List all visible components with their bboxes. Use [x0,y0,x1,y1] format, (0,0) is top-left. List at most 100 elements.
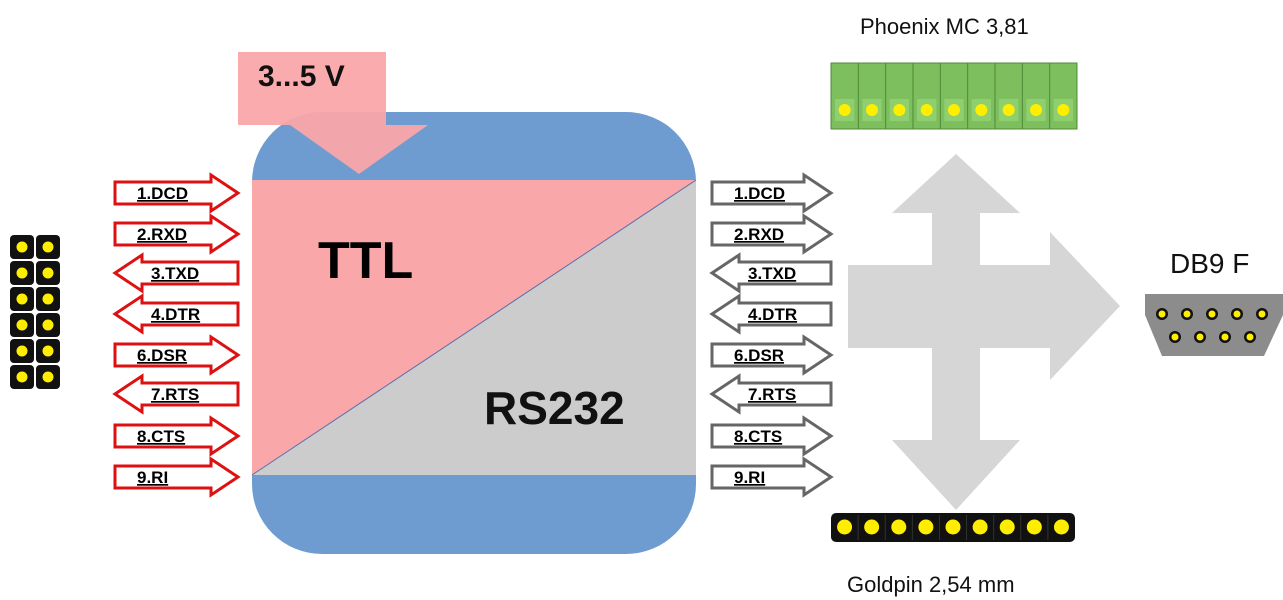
ttl-signal-dsr: 6.DSR [113,334,241,376]
rs232-signal-label-ri: 9.RI [734,468,765,487]
ttl-signal-label-txd: 3.TXD [151,264,199,283]
rs232-signal-arrow-rxd [710,213,834,255]
phoenix-pin [893,104,906,116]
db9-pin [1196,333,1204,341]
rs232-signal-arrow-txd [709,252,833,294]
ttl-signal-arrow-dcd [113,172,241,214]
db9-pin [1171,333,1179,341]
rs232-signal-arrow-cts [710,415,834,457]
rs232-signal-arrow-dtr [709,293,833,335]
ttl-signal-rxd: 2.RXD [113,213,241,255]
phoenix-pin [838,104,851,116]
ttl-signal-arrow-rts [112,373,240,415]
ttl-signal-label-dsr: 6.DSR [137,346,187,365]
goldpin-pin [972,519,988,535]
left-pin-header [10,235,60,389]
header-pin [42,267,54,279]
rs232-signal-label-dcd: 1.DCD [734,184,785,203]
header-pin [16,345,28,357]
rs232-signal-arrow-rts [709,373,833,415]
rs232-signal-rts: 7.RTS [709,373,833,415]
ttl-signal-label-dcd: 1.DCD [137,184,188,203]
phoenix-pin [1030,104,1042,116]
ttl-signal-label-rxd: 2.RXD [137,225,187,244]
rs232-signal-label-dtr: 4.DTR [748,305,797,324]
ttl-signal-txd: 3.TXD [112,252,240,294]
goldpin-pin [999,519,1015,535]
ttl-signal-rts: 7.RTS [112,373,240,415]
rs232-signal-label-rxd: 2.RXD [734,225,784,244]
header-pin [42,371,54,383]
db9-shell [1145,294,1283,356]
rs232-signal-arrow-ri [710,456,834,498]
ttl-signal-dcd: 1.DCD [113,172,241,214]
header-pin [16,241,28,253]
four-way-arrow [848,154,1120,510]
db9-pin [1208,310,1216,318]
ttl-signal-label-cts: 8.CTS [137,427,185,446]
rs232-signal-txd: 3.TXD [709,252,833,294]
phoenix-label: Phoenix MC 3,81 [860,14,1029,39]
rs232-signal-dcd: 1.DCD [710,172,834,214]
ttl-signal-label-ri: 9.RI [137,468,168,487]
phoenix-pin [948,104,960,116]
ttl-signal-label-dtr: 4.DTR [151,305,200,324]
power-arrow [238,52,428,174]
ttl-signal-dtr: 4.DTR [112,293,240,335]
phoenix-connector: Phoenix MC 3,81 [830,14,1078,130]
phoenix-pin [866,104,878,116]
rs232-signal-rxd: 2.RXD [710,213,834,255]
ttl-signal-arrow-ri [113,456,241,498]
goldpin-pin [864,519,880,535]
ttl-label: TTL [318,232,413,290]
header-pin [42,241,54,253]
ttl-signal-cts: 8.CTS [113,415,241,457]
phoenix-pin [1057,104,1070,116]
goldpin-label: Goldpin 2,54 mm [847,572,1015,597]
rs232-signal-label-rts: 7.RTS [748,385,796,404]
rs232-signal-label-dsr: 6.DSR [734,346,784,365]
goldpin-pin [891,519,907,535]
goldpin-pin [945,519,961,535]
ttl-signal-label-rts: 7.RTS [151,385,199,404]
region-divider [252,179,696,476]
db9-pin [1246,333,1254,341]
db9-connector: DB9 F [1145,248,1283,356]
ttl-signal-arrow-dtr [112,293,240,335]
rs232-label: RS232 [484,382,625,434]
rs232-signal-ri: 9.RI [710,456,834,498]
phoenix-pin [920,104,933,116]
goldpin-pin [837,519,853,535]
goldpin-connector: Goldpin 2,54 mm [831,513,1075,597]
rs232-signal-dtr: 4.DTR [709,293,833,335]
header-pin [16,371,28,383]
db9-pin [1221,333,1229,341]
ttl-signal-arrow-cts [113,415,241,457]
db9-pin [1183,310,1191,318]
db9-pin [1258,310,1266,318]
ttl-signal-arrow-txd [112,252,240,294]
header-pin [42,345,54,357]
ttl-signal-arrow-dsr [113,334,241,376]
db9-pin [1233,310,1241,318]
goldpin-pin [1053,519,1069,535]
signals-ttl-side: 1.DCD 2.RXD 3.TXD 4.DTR 6.DSR 7.RTS 8.CTS 9.RI [112,172,241,498]
power-label: 3...5 V [258,60,345,93]
rs232-signal-arrow-dsr [710,334,834,376]
header-pin [42,293,54,305]
rs232-signal-label-txd: 3.TXD [748,264,796,283]
rs232-signal-cts: 8.CTS [710,415,834,457]
ttl-signal-ri: 9.RI [113,456,241,498]
rs232-signal-dsr: 6.DSR [710,334,834,376]
converter-block: TTL RS232 [252,112,696,554]
rs232-signal-arrow-dcd [710,172,834,214]
ttl-signal-arrow-rxd [113,213,241,255]
db9-pin [1158,310,1166,318]
phoenix-pin [975,104,988,116]
phoenix-pin [1002,104,1015,116]
header-pin [42,319,54,331]
header-pin [16,293,28,305]
db9-label: DB9 F [1170,248,1249,279]
signals-rs232-side: 1.DCD 2.RXD 3.TXD 4.DTR 6.DSR 7.RTS 8.CTS 9.RI [709,172,834,498]
